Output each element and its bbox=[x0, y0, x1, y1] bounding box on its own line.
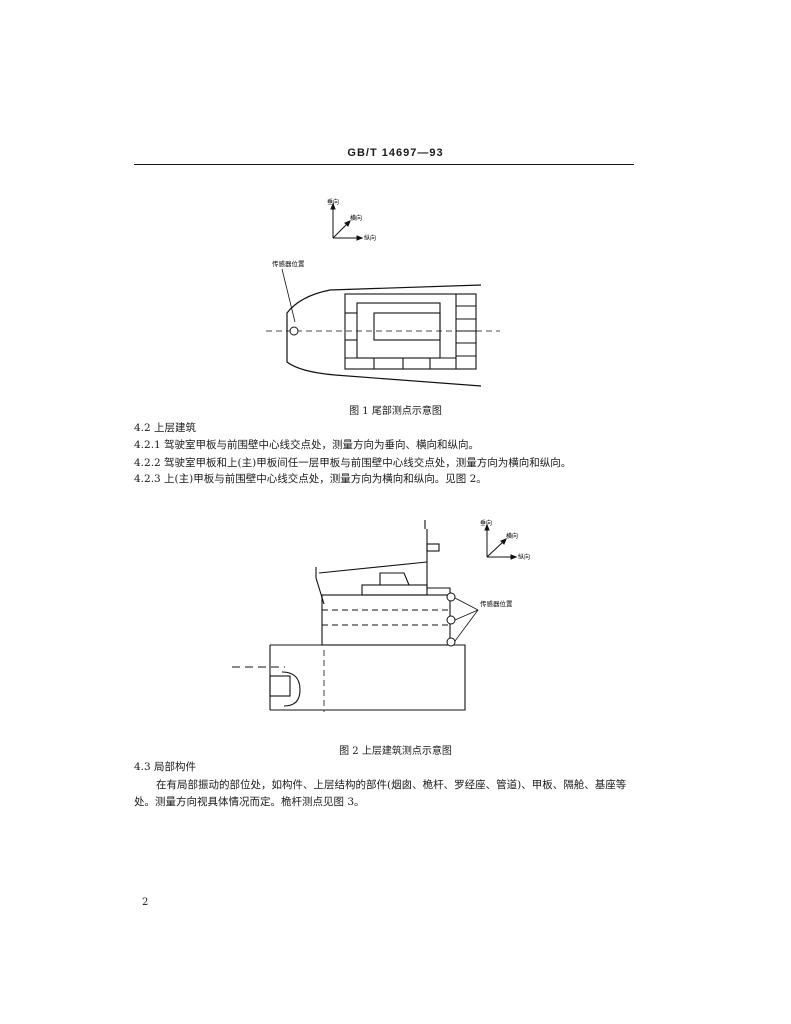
fig2-sensor-points bbox=[446, 592, 456, 647]
section-4-3-heading: 4.3 局部构件 bbox=[134, 761, 197, 773]
figure-2-axes bbox=[484, 523, 518, 560]
fig2-axis-vertical-label: 垂向 bbox=[480, 519, 492, 527]
figure-2-diagram: 垂向 横向 纵向 传感器位置 bbox=[232, 519, 530, 712]
fig2-sensor-label: 传感器位置 bbox=[480, 599, 513, 608]
fig1-axis-transverse-label: 横向 bbox=[350, 214, 362, 222]
fig1-sensor-label: 传感器位置 bbox=[272, 259, 305, 268]
superstructure bbox=[269, 520, 466, 711]
fig2-axis-longitudinal-label: 纵向 bbox=[518, 553, 530, 561]
transverse-axis-arrow bbox=[332, 222, 349, 239]
fig2-axis-transverse-label: 横向 bbox=[506, 532, 518, 540]
figure-1-axes bbox=[330, 202, 364, 241]
fig1-sensor-point bbox=[289, 326, 299, 336]
section-4-3-paragraph-line1: 在有局部振动的部位处，如构件、上层结构的部件(烟囱、桅杆、罗经座、管道)、甲板、… bbox=[156, 779, 627, 791]
figure-1-diagram: 垂向 横向 纵向 传感器位置 bbox=[266, 198, 500, 387]
figure-1-caption: 图 1 尾部测点示意图 bbox=[349, 406, 442, 417]
fig1-axis-vertical-label: 垂向 bbox=[327, 198, 339, 206]
section-4-2-heading: 4.2 上层建筑 bbox=[134, 422, 197, 434]
clause-4-2-3: 4.2.3 上(主)甲板与前围壁中心线交点处，测量方向为横向和纵向。见图 2。 bbox=[134, 473, 487, 485]
clause-4-2-2: 4.2.2 驾驶室甲板和上(主)甲板间任一层甲板与前围壁中心线交点处，测量方向为… bbox=[134, 457, 572, 469]
page-number: 2 bbox=[142, 897, 149, 908]
deckhouse bbox=[344, 293, 477, 370]
header-standard-code: GB/T 14697—93 bbox=[347, 147, 444, 159]
figure-2-caption: 图 2 上层建筑测点示意图 bbox=[339, 746, 452, 757]
stern-hull-outline bbox=[286, 284, 482, 387]
fig1-axis-longitudinal-label: 纵向 bbox=[364, 234, 376, 242]
section-4-3-paragraph-line2: 处。测量方向视具体情况而定。桅杆测点见图 3。 bbox=[134, 796, 365, 808]
header-rule bbox=[134, 164, 634, 165]
clause-4-2-1: 4.2.1 驾驶室甲板与前围壁中心线交点处，测量方向为垂向、横向和纵向。 bbox=[134, 439, 480, 451]
